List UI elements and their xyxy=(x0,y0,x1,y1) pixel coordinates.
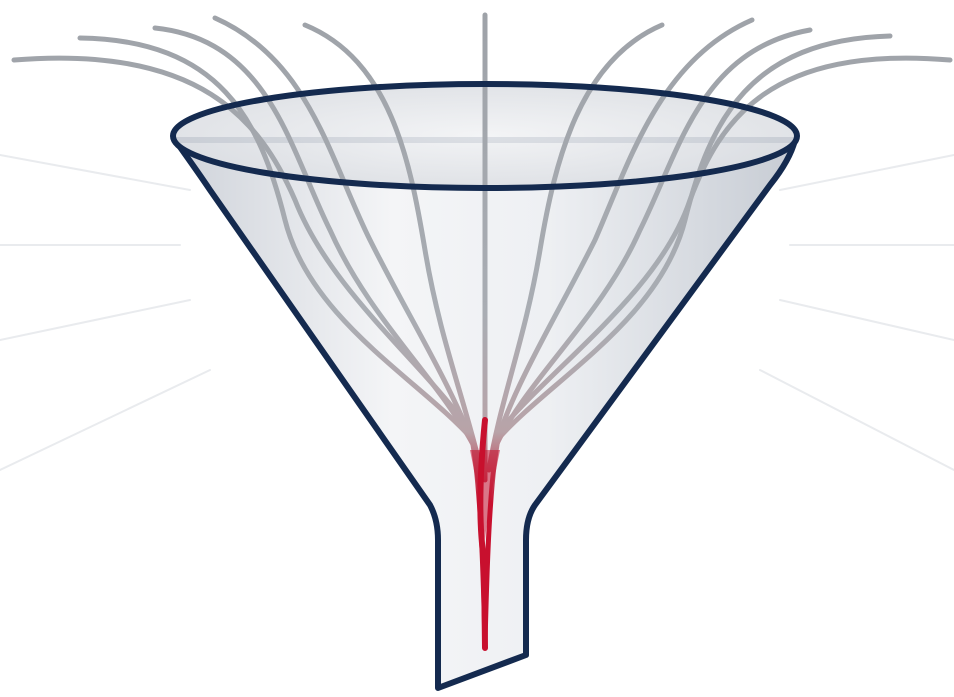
ray xyxy=(0,369,211,471)
stream xyxy=(77,35,476,443)
ray xyxy=(779,154,954,191)
stream xyxy=(488,17,755,463)
stream xyxy=(152,25,479,453)
core-glow xyxy=(470,450,500,540)
stream xyxy=(482,55,953,648)
ray xyxy=(0,299,191,341)
stream xyxy=(486,22,665,473)
funnel-rim xyxy=(170,81,800,191)
background-rays xyxy=(0,154,954,471)
ray xyxy=(0,154,191,191)
stream xyxy=(302,22,484,473)
ray xyxy=(759,369,954,471)
ray xyxy=(779,299,954,341)
stream xyxy=(491,27,813,453)
stream xyxy=(212,15,482,463)
stream xyxy=(494,33,893,443)
